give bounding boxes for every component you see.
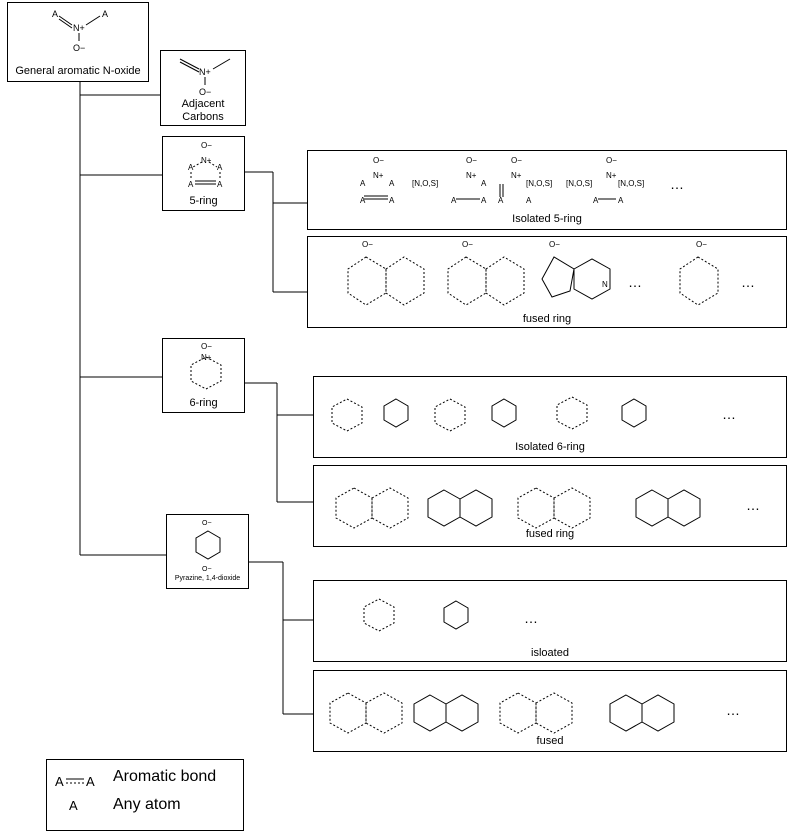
- atom-label: O−: [696, 240, 707, 249]
- atom-label: A: [360, 179, 366, 188]
- hetero-atom-set-label: [N,O,S]: [566, 179, 592, 188]
- root-structure: A A N+ O−: [52, 9, 108, 53]
- legend-bond-text: Aromatic bond: [113, 768, 217, 785]
- aromatic-bond-example: A A: [55, 774, 95, 789]
- pyrazine-structure: O− O−: [195, 520, 221, 573]
- hetero-atom-set-label: [N,O,S]: [412, 179, 438, 188]
- legend-atom-example: A: [69, 798, 78, 813]
- atom-label: A: [389, 179, 395, 188]
- ellipsis: …: [746, 497, 760, 513]
- pyrazine-node: O− O− Pyrazine, 1,4-dioxide: [166, 514, 249, 589]
- atom-label: A: [526, 196, 532, 205]
- isolated-6ring-box: … Isolated 6-ring: [313, 376, 787, 458]
- ring5-label: 5-ring: [189, 195, 218, 207]
- atom-label: A: [451, 196, 457, 205]
- atom-label: A: [481, 179, 487, 188]
- hetero-atom-set-label: [N,O,S]: [526, 179, 552, 188]
- atom-label: A: [593, 196, 599, 205]
- atom-label: N+: [466, 171, 477, 180]
- atom-label: A: [217, 180, 223, 189]
- atom-label: O−: [362, 240, 373, 249]
- ring5-structure: O− N+ A A A A: [188, 141, 223, 189]
- ellipsis: …: [741, 274, 755, 290]
- adjacent-label-line1: Adjacent: [181, 98, 225, 110]
- pyrazine-label: Pyrazine, 1,4-dioxide: [174, 575, 241, 582]
- ring5-node: O− N+ A A A A 5-ring: [162, 136, 245, 211]
- atom-label: O−: [549, 240, 560, 249]
- ellipsis: …: [722, 406, 736, 422]
- atom-label: N+: [511, 171, 522, 180]
- atom-a: A: [52, 9, 58, 19]
- fused-5ring-structures: O− O− O− N O− … …: [347, 240, 755, 306]
- pyrazine-fused-box: … fused: [313, 670, 787, 752]
- pyrazine-isolated-structures: …: [363, 598, 538, 632]
- atom-label: O−: [606, 156, 617, 165]
- pyrazine-fused-structures: …: [329, 692, 740, 734]
- atom-label: O−: [466, 156, 477, 165]
- atom-label: N+: [201, 353, 212, 362]
- atom-label: A: [618, 196, 624, 205]
- atom-label: A: [217, 163, 223, 172]
- atom-label: A: [498, 196, 504, 205]
- root-label: General aromatic N-oxide: [15, 65, 141, 77]
- atom-label: O−: [511, 156, 522, 165]
- atom-label: O−: [202, 520, 212, 527]
- adjacent-label-line2: Carbons: [182, 111, 224, 123]
- fused-6ring-label: fused ring: [525, 528, 575, 540]
- atom-label: O−: [201, 141, 212, 150]
- hetero-atom-set-label: [N,O,S]: [618, 179, 644, 188]
- ring6-label: 6-ring: [189, 397, 218, 409]
- atom-label: O−: [462, 240, 473, 249]
- fused-5ring-label: fused ring: [522, 313, 572, 325]
- atom-label: A: [389, 196, 395, 205]
- atom-a: A: [102, 9, 108, 19]
- ring6-node: O− N+ 6-ring: [162, 338, 245, 413]
- atom-label: A: [188, 180, 194, 189]
- atom-label: N+: [201, 156, 212, 165]
- atom-label: A: [55, 774, 64, 789]
- atom-nplus: N+: [199, 67, 211, 77]
- pyrazine-isolated-label: isloated: [531, 647, 569, 659]
- isolated-5ring-label: Isolated 5-ring: [512, 213, 582, 225]
- fused-6ring-structures: …: [335, 487, 760, 529]
- atom-label: A: [86, 774, 95, 789]
- legend-atom-text: Any atom: [113, 796, 181, 813]
- atom-label: A: [360, 196, 366, 205]
- atom-label: N: [602, 280, 608, 289]
- adjacent-carbons-node: N+ O− Adjacent Carbons: [160, 50, 246, 126]
- atom-label: A: [188, 163, 194, 172]
- adjacent-carbons-structure: N+ O−: [179, 58, 231, 97]
- atom-label: N+: [606, 171, 617, 180]
- legend: A A Aromatic bond A Any atom: [46, 759, 244, 831]
- atom-ominus: O−: [73, 43, 85, 53]
- atom-label: O−: [373, 156, 384, 165]
- isolated-6ring-structures: …: [331, 396, 736, 432]
- fused-6ring-box: … fused ring: [313, 465, 787, 547]
- isolated-6ring-label: Isolated 6-ring: [515, 441, 585, 453]
- ellipsis: …: [726, 702, 740, 718]
- ellipsis: …: [670, 176, 684, 192]
- atom-ominus: O−: [199, 87, 211, 97]
- atom-label: N+: [373, 171, 384, 180]
- atom-label: O−: [201, 342, 212, 351]
- root-node: A A N+ O− General aromatic N-oxide: [7, 2, 149, 82]
- fused-5ring-box: O− O− O− N O− … … fused ring: [307, 236, 787, 328]
- ring6-structure: O− N+: [190, 342, 222, 390]
- pyrazine-isolated-box: … isloated: [313, 580, 787, 662]
- pyrazine-fused-label: fused: [536, 735, 564, 747]
- atom-label: O−: [202, 566, 212, 573]
- ellipsis: …: [628, 274, 642, 290]
- ellipsis: …: [524, 610, 538, 626]
- atom-label: A: [481, 196, 487, 205]
- atom-nplus: N+: [73, 23, 85, 33]
